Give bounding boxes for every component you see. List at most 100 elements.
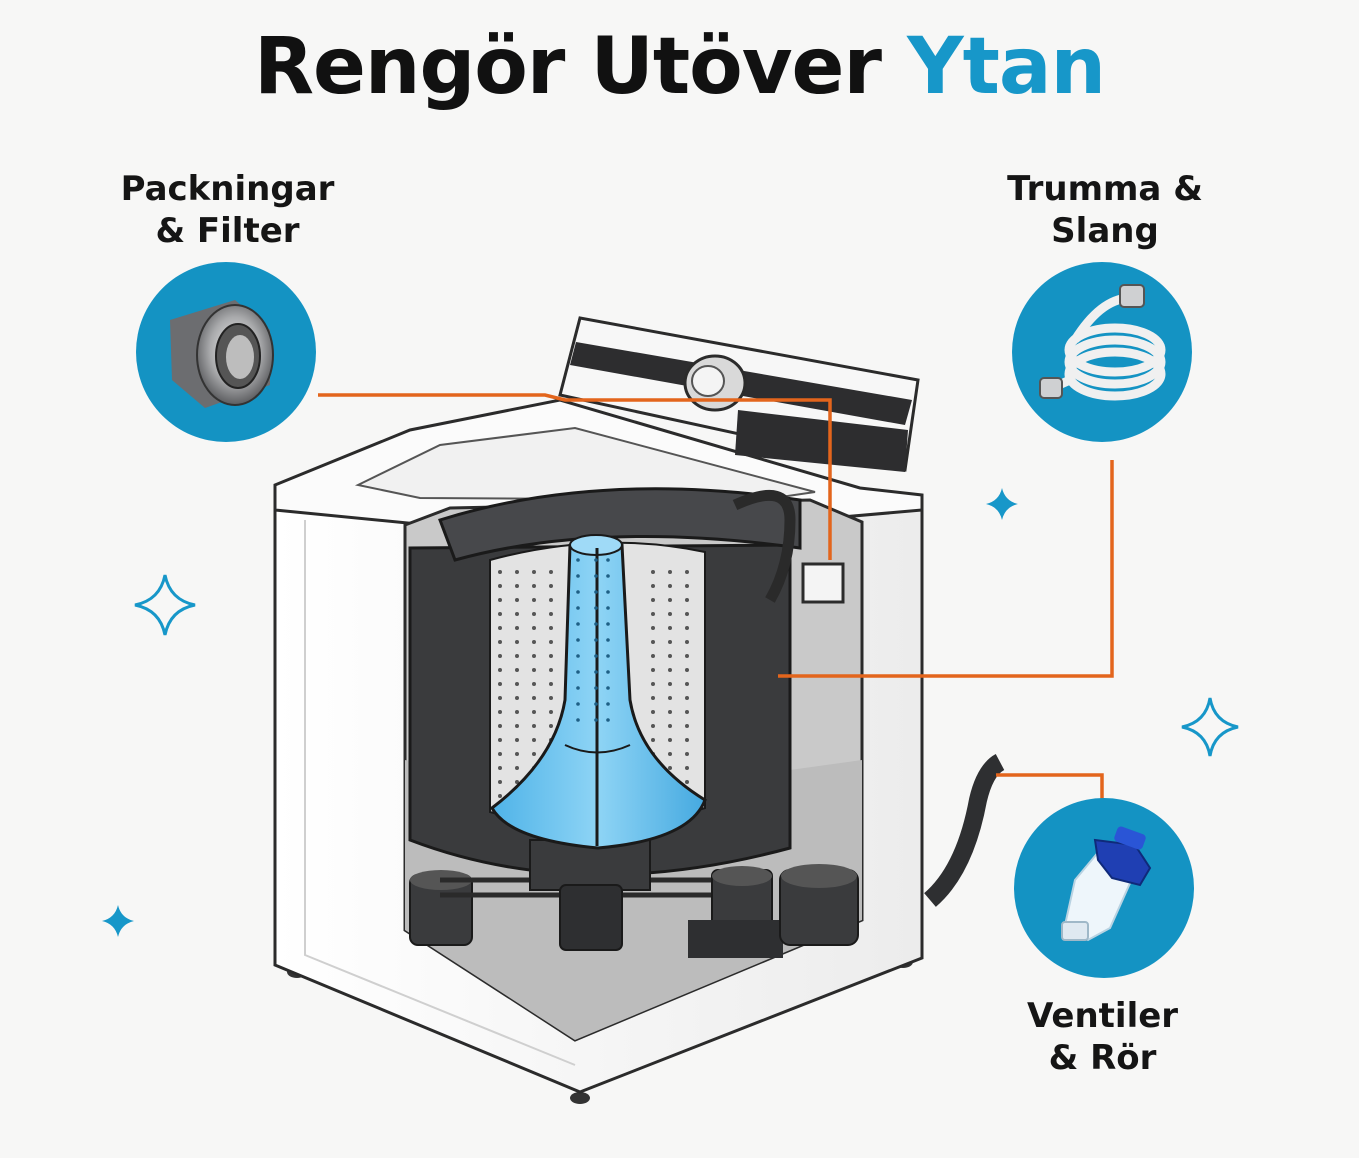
drum-hole xyxy=(685,752,689,756)
drum-hole xyxy=(532,738,536,742)
drum-hole xyxy=(515,752,519,756)
agitator-hole xyxy=(576,670,580,674)
drum-hole xyxy=(532,710,536,714)
drum-hole xyxy=(532,654,536,658)
drum-hole xyxy=(651,640,655,644)
drum-hole xyxy=(549,612,553,616)
drum-hole xyxy=(685,612,689,616)
label-gaskets-line2: & Filter xyxy=(155,211,300,251)
leader-lines xyxy=(318,393,1114,800)
drum-hole xyxy=(549,626,553,630)
agitator-hole xyxy=(594,606,598,610)
drum-hole xyxy=(651,682,655,686)
drum-hole xyxy=(685,668,689,672)
drum-hole xyxy=(549,696,553,700)
drum-hole xyxy=(498,752,502,756)
drum-hole xyxy=(515,668,519,672)
machine-foot xyxy=(570,1092,590,1104)
callout-valves-pipes xyxy=(1014,798,1194,978)
drum-hole xyxy=(651,626,655,630)
drum-hole xyxy=(515,724,519,728)
agitator-hole xyxy=(606,590,610,594)
agitator-hole xyxy=(594,590,598,594)
drum-hole xyxy=(651,654,655,658)
drum-hole xyxy=(549,710,553,714)
drum-hole xyxy=(515,654,519,658)
leader-line-valves xyxy=(996,773,1104,800)
leader-line-gaskets xyxy=(318,393,832,560)
drum-hole xyxy=(498,612,502,616)
tub-rim xyxy=(438,487,802,562)
agitator-hole xyxy=(576,606,580,610)
leader-line-drum xyxy=(778,460,1114,678)
sparkle-decorations xyxy=(102,488,1239,937)
drum-hole xyxy=(668,724,672,728)
drum-hole xyxy=(651,710,655,714)
drum-hole xyxy=(498,794,502,798)
agitator-hole xyxy=(606,686,610,690)
drum-hole xyxy=(515,696,519,700)
label-drum-hose: Trumma & Slang xyxy=(995,168,1215,252)
drum-hole xyxy=(668,766,672,770)
drum-hole xyxy=(668,738,672,742)
pressure-sensor xyxy=(801,562,845,604)
drum-hole xyxy=(685,584,689,588)
sparkle-icon xyxy=(134,574,196,636)
label-gaskets-line1: Packningar xyxy=(120,169,335,209)
drum-hole xyxy=(498,780,502,784)
drum-hole xyxy=(498,710,502,714)
label-valves-line1: Ventiler xyxy=(1026,996,1179,1036)
label-drum-line2: Slang xyxy=(1051,211,1159,251)
agitator-hole xyxy=(576,718,580,722)
drum-hole xyxy=(668,696,672,700)
agitator-hole xyxy=(606,638,610,642)
drum-hole xyxy=(549,598,553,602)
drum-hole xyxy=(498,724,502,728)
drum-hole xyxy=(515,766,519,770)
drum-hole xyxy=(498,598,502,602)
drum-hole xyxy=(532,612,536,616)
agitator-hole xyxy=(576,590,580,594)
agitator-hole xyxy=(594,686,598,690)
drum-hole xyxy=(532,724,536,728)
drum-hole xyxy=(532,584,536,588)
agitator-holes xyxy=(576,558,610,722)
drum-hole xyxy=(685,766,689,770)
drum-hole xyxy=(498,626,502,630)
agitator-hole xyxy=(594,638,598,642)
drum-hole xyxy=(685,570,689,574)
agitator-hole xyxy=(576,638,580,642)
drum-hole xyxy=(498,738,502,742)
drum-hole xyxy=(668,710,672,714)
drum-hole xyxy=(515,682,519,686)
sparkle-icon xyxy=(986,488,1018,520)
agitator-hole xyxy=(576,558,580,562)
drum-hole xyxy=(532,752,536,756)
drum-hole xyxy=(549,584,553,588)
drum-hole xyxy=(685,626,689,630)
drum-hole xyxy=(651,570,655,574)
drum-hole xyxy=(515,626,519,630)
drum-hole xyxy=(498,766,502,770)
drum-hole xyxy=(532,696,536,700)
drum-hole xyxy=(668,612,672,616)
drum-hole xyxy=(498,640,502,644)
label-valves-line2: & Rör xyxy=(1048,1038,1157,1078)
drum-hole xyxy=(668,570,672,574)
agitator-hole xyxy=(606,574,610,578)
drum-hole xyxy=(651,584,655,588)
drum-hole xyxy=(668,654,672,658)
drum-hole xyxy=(549,640,553,644)
agitator-hole xyxy=(606,702,610,706)
drum-hole xyxy=(651,738,655,742)
drum-hole xyxy=(498,584,502,588)
agitator-hole xyxy=(594,718,598,722)
drum-hole xyxy=(515,570,519,574)
drum-hole xyxy=(532,682,536,686)
drum-hole xyxy=(651,598,655,602)
drum-hole xyxy=(651,612,655,616)
drum-hole xyxy=(668,682,672,686)
agitator-hole xyxy=(594,622,598,626)
lid-opening xyxy=(354,426,816,502)
callout-drum-hose xyxy=(1012,262,1192,442)
